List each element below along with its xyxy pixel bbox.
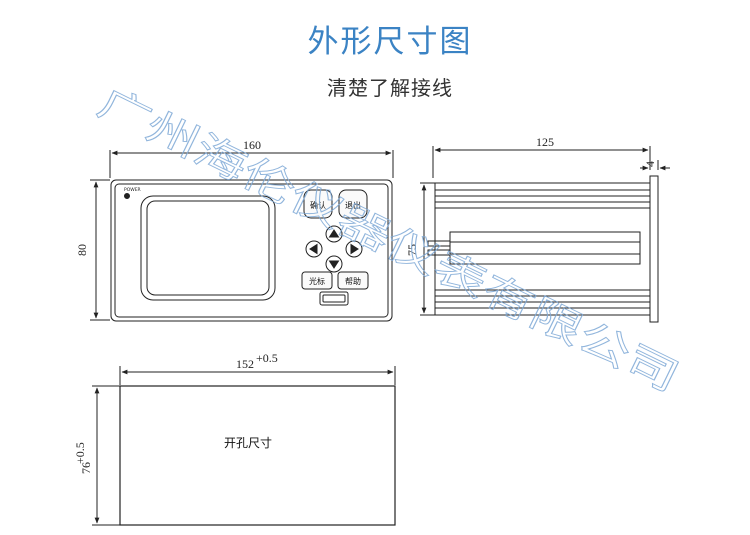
cursor-button-label: 光标 — [309, 276, 325, 286]
help-button-label: 帮助 — [345, 276, 361, 286]
side-view-labels: 125 75 4 — [405, 135, 657, 256]
cutout-height-label: 76 — [79, 462, 93, 474]
side-height-label: 75 — [405, 244, 419, 256]
cutout-width-label: 152 — [236, 357, 254, 371]
cutout-label: 开孔尺寸 — [224, 436, 272, 450]
front-width-label: 160 — [243, 138, 261, 152]
cutout-view-labels: 152 +0.5 76 +0.5 开孔尺寸 — [73, 351, 278, 474]
company-watermark: 广州海伦仪器仪表有限公司 — [91, 80, 686, 402]
front-view — [90, 150, 394, 322]
exit-button-label: 退出 — [345, 200, 361, 210]
page-title: 外形尺寸图 — [307, 24, 473, 60]
power-label: POWER — [124, 187, 141, 193]
cutout-view — [92, 366, 396, 526]
page-subtitle: 清楚了解接线 — [327, 76, 453, 100]
side-depth-label: 125 — [536, 135, 554, 149]
front-height-label: 80 — [75, 244, 89, 256]
side-view — [420, 146, 670, 323]
cutout-height-tolerance: +0.5 — [73, 442, 87, 464]
cutout-width-tolerance: +0.5 — [256, 351, 278, 365]
confirm-button-label: 确认 — [310, 200, 326, 210]
front-view-labels: 160 80 POWER 确认 退出 光标 帮助 — [75, 138, 361, 286]
bezel-thickness-label: 4 — [643, 161, 657, 167]
